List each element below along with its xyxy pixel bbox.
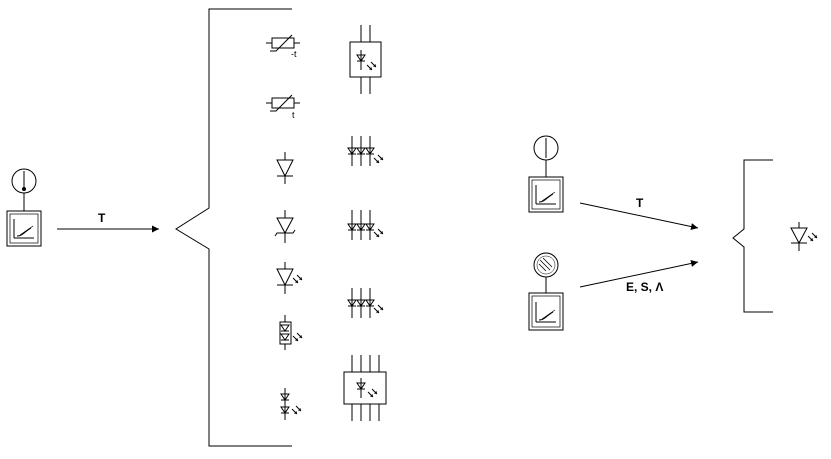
characteristic-graph-icon	[528, 292, 564, 331]
output-brace	[732, 159, 773, 313]
left-arrow-label: T	[98, 211, 106, 225]
zener-diode-icon	[274, 210, 296, 243]
ptc-thermistor-icon: t	[266, 94, 300, 120]
right-arrow-top-label: T	[636, 196, 644, 210]
optocoupler-icon	[349, 25, 382, 94]
light-sensor-icon	[533, 252, 559, 293]
optocoupler-module-icon	[343, 355, 387, 421]
diode-led-pair-icon	[280, 388, 302, 420]
right-arrow-bottom-label: E, S, Λ	[626, 280, 663, 294]
right-arrow-bottom	[579, 260, 699, 288]
thermometer-icon	[533, 135, 559, 177]
svg-text:-t: -t	[291, 49, 297, 59]
ntc-thermistor-icon: -t	[266, 34, 300, 59]
right-arrow-top	[579, 202, 699, 230]
thermometer-icon	[11, 168, 37, 211]
led-array-icon	[347, 210, 384, 240]
led-array-icon	[347, 288, 384, 318]
diode-icon	[276, 152, 294, 184]
led-array-icon	[347, 136, 384, 166]
svg-text:t: t	[292, 110, 295, 120]
led-icon	[276, 262, 303, 294]
characteristic-graph-icon	[6, 210, 42, 247]
component-brace	[175, 8, 292, 447]
led-icon	[790, 222, 818, 251]
characteristic-graph-icon	[528, 176, 564, 213]
optocoupler-small-icon	[279, 315, 303, 350]
